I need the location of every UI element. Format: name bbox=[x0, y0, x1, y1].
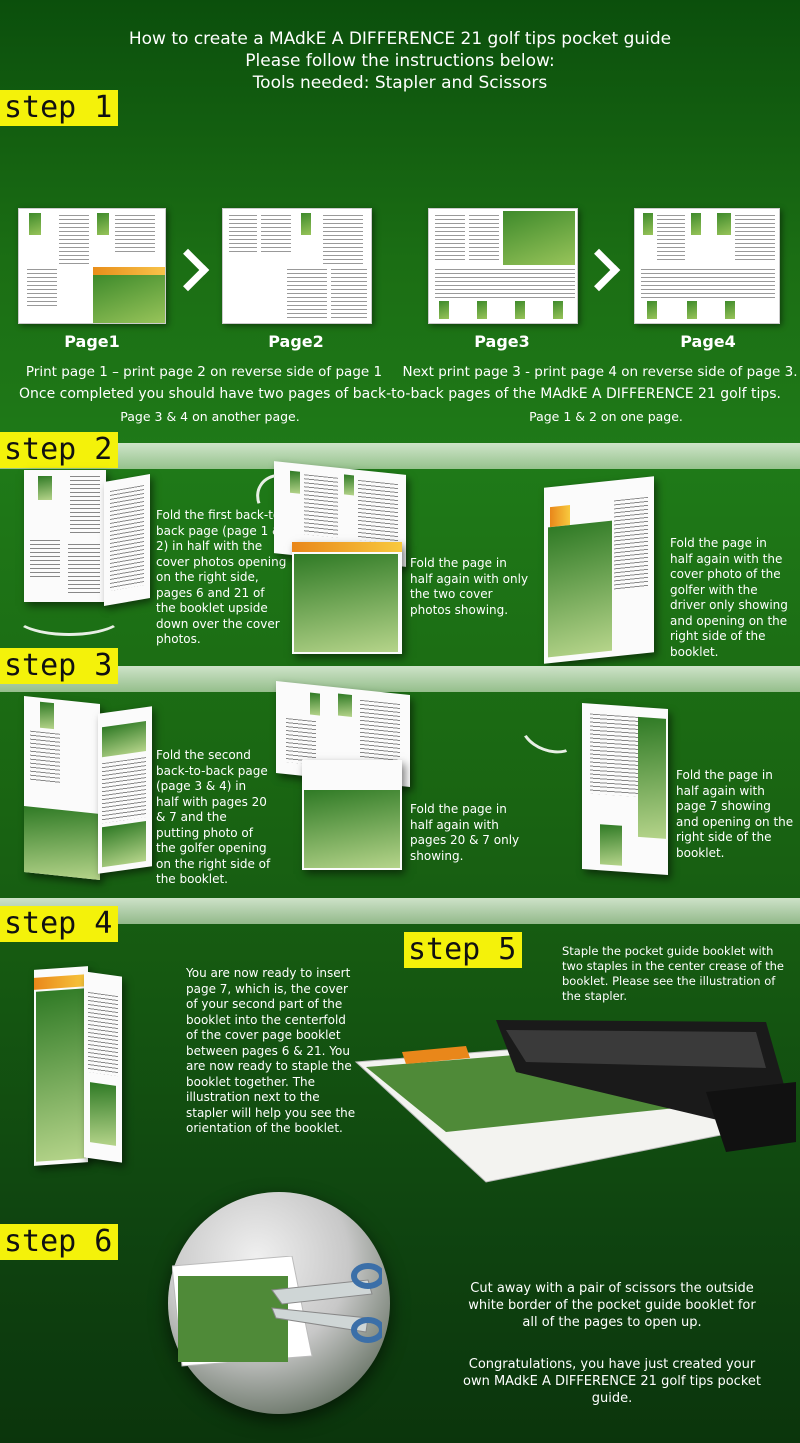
step4-booklet-left bbox=[34, 966, 88, 1166]
step3-fold3 bbox=[582, 702, 668, 876]
step-1-badge: step 1 bbox=[0, 90, 119, 126]
step4-booklet-right bbox=[84, 971, 122, 1163]
step2-fold3 bbox=[544, 476, 654, 664]
page2-thumbnail bbox=[222, 208, 372, 324]
step2-text-2: Fold the page in half again with only th… bbox=[410, 556, 529, 617]
fold-arrow-icon bbox=[514, 702, 586, 762]
page-header: How to create a MAdkE A DIFFERENCE 21 go… bbox=[0, 28, 800, 94]
step3-text-3: Fold the page in half again with page 7 … bbox=[676, 768, 794, 860]
chevron-right-icon bbox=[577, 248, 621, 292]
page-label-1: Page1 bbox=[64, 332, 120, 351]
step-4-band bbox=[0, 898, 800, 924]
step5-text: Staple the pocket guide booklet with two… bbox=[562, 944, 784, 1003]
step2-text-1: Fold the first back-to-back page (page 1… bbox=[156, 508, 287, 646]
chevron-right-icon bbox=[166, 248, 210, 292]
page-label-3: Page3 bbox=[474, 332, 530, 351]
step-5-badge: step 5 bbox=[404, 932, 523, 968]
step1-left-note: Page 3 & 4 on another page. bbox=[120, 409, 300, 424]
step-3-badge: step 3 bbox=[0, 648, 119, 684]
header-title: How to create a MAdkE A DIFFERENCE 21 go… bbox=[128, 29, 672, 49]
step2-fold1-right bbox=[104, 473, 150, 607]
step3-fold1-left bbox=[24, 696, 100, 880]
header-subtitle: Please follow the instructions below: bbox=[245, 51, 555, 71]
step-4-badge: step 4 bbox=[0, 906, 119, 942]
stapler-icon bbox=[354, 1020, 796, 1183]
step2-text-3: Fold the page in half again with the cov… bbox=[670, 536, 788, 659]
page-label-4: Page4 bbox=[680, 332, 736, 351]
step-6-badge: step 6 bbox=[0, 1224, 119, 1260]
step1-left-instruction: Print page 1 – print page 2 on reverse s… bbox=[25, 364, 383, 380]
page-label-2: Page2 bbox=[268, 332, 324, 351]
step6-text-1: Cut away with a pair of scissors the out… bbox=[468, 1281, 756, 1330]
step6-text-2: Congratulations, you have just created y… bbox=[463, 1357, 761, 1406]
step3-text-2: Fold the page in half again with pages 2… bbox=[410, 802, 520, 863]
header-tools: Tools needed: Stapler and Scissors bbox=[252, 73, 548, 93]
step2-fold2-bottom bbox=[292, 542, 402, 654]
page4-thumbnail bbox=[634, 208, 780, 324]
page3-thumbnail bbox=[428, 208, 578, 324]
step-2-band bbox=[0, 443, 800, 469]
step2-fold1-left bbox=[24, 470, 106, 602]
step1-summary: Once completed you should have two pages… bbox=[19, 386, 781, 402]
step1-right-note: Page 1 & 2 on one page. bbox=[529, 409, 683, 424]
step1-right-instruction: Next print page 3 - print page 4 on reve… bbox=[402, 364, 798, 380]
fold-arrow-icon bbox=[14, 596, 124, 636]
page1-thumbnail bbox=[18, 208, 166, 324]
step-2-badge: step 2 bbox=[0, 432, 119, 468]
step-3-band bbox=[0, 666, 800, 692]
step3-fold1-right bbox=[98, 706, 152, 874]
step3-fold2-bottom bbox=[302, 760, 402, 870]
step4-text: You are now ready to insert page 7, whic… bbox=[186, 966, 356, 1135]
step3-text-1: Fold the second back-to-back page (page … bbox=[156, 748, 271, 886]
scissors-icon bbox=[172, 1256, 382, 1367]
